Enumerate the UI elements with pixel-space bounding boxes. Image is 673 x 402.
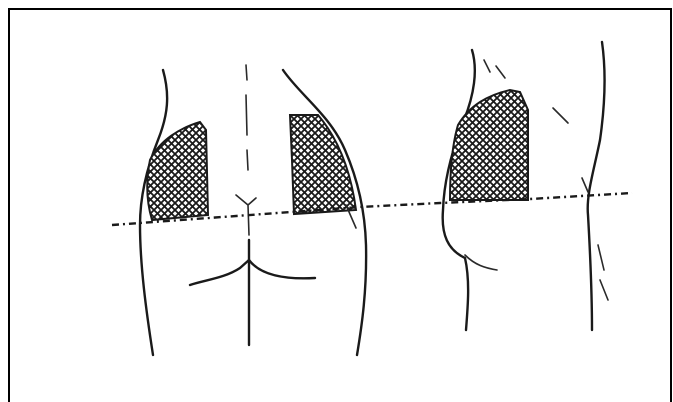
side-view-hatched-region — [450, 90, 528, 200]
back-view-spine — [246, 65, 248, 170]
back-view-left-hatched-region — [147, 122, 208, 220]
side-view-diagonal-mark — [553, 108, 568, 123]
side-view-hip-curve — [465, 255, 497, 270]
back-view-gluteal-fold-right — [249, 260, 315, 278]
back-view-figure — [140, 65, 366, 355]
back-view-gluteal-fold-left — [190, 260, 249, 285]
back-view-right-hatched-region — [290, 115, 356, 214]
side-view-figure — [443, 42, 608, 330]
side-view-top-marks — [484, 60, 505, 78]
side-view-back-notches — [582, 178, 608, 300]
